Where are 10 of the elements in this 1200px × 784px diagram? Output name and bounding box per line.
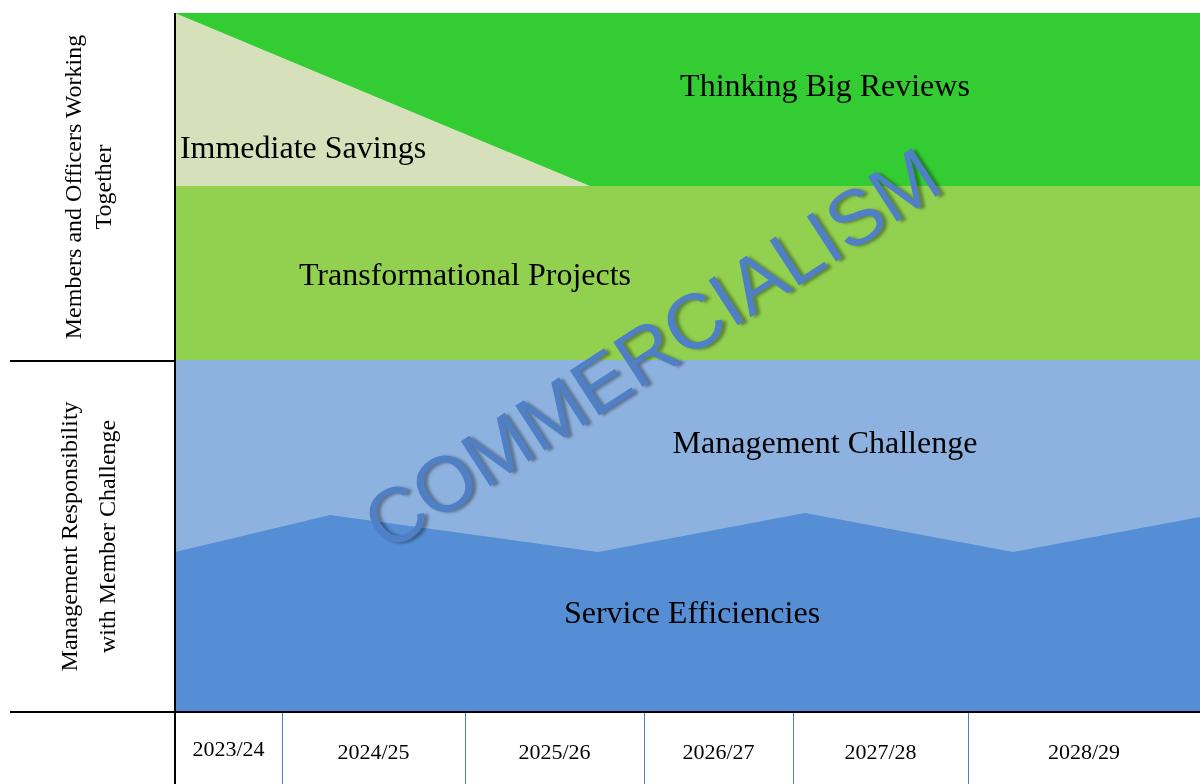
row-header: Members and Officers Working Together bbox=[58, 33, 117, 341]
year-label: 2023/24 bbox=[192, 738, 265, 760]
year-label: 2024/25 bbox=[337, 741, 410, 763]
band-label: Thinking Big Reviews bbox=[680, 69, 970, 101]
year-label: 2026/27 bbox=[682, 741, 755, 763]
year-label: 2027/28 bbox=[844, 741, 917, 763]
band-label: Service Efficiencies bbox=[563, 596, 821, 628]
year-label: 2028/29 bbox=[1047, 741, 1121, 763]
year-label: 2025/26 bbox=[518, 741, 591, 763]
row-header: Management Responsibility with Member Challenge bbox=[54, 401, 121, 672]
